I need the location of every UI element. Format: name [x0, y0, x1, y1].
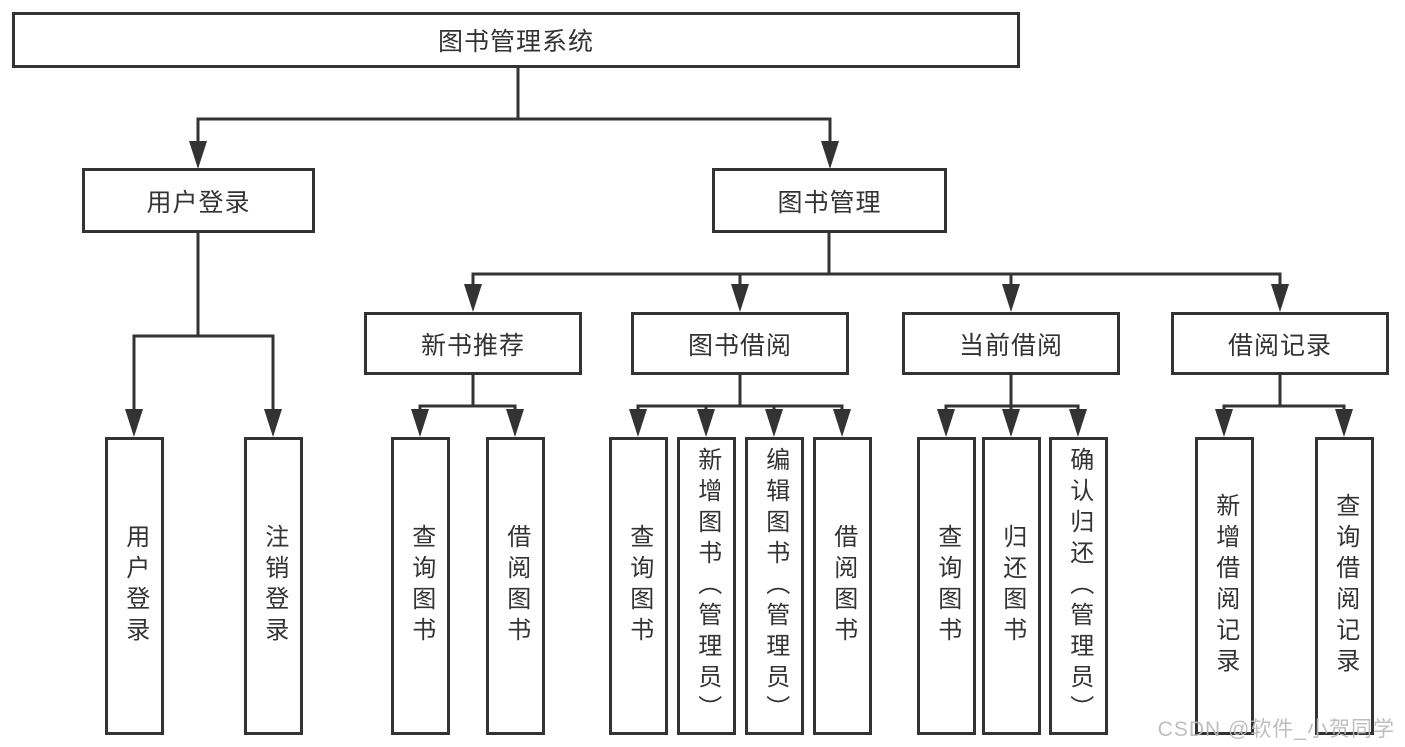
- leaf-user-login-label: 用户登录: [121, 524, 149, 648]
- node-current-borrow-label: 当前借阅: [958, 331, 1063, 360]
- leaf-borrow-book-recommend: 借阅图书: [486, 437, 545, 735]
- leaf-edit-book-admin: 编辑图书（管理员）: [745, 437, 804, 735]
- node-current-borrow: 当前借阅: [902, 312, 1120, 375]
- leaf-confirm-return-admin-label: 确认归还（管理员）: [1065, 446, 1093, 726]
- leaf-confirm-return-admin: 确认归还（管理员）: [1049, 437, 1108, 735]
- connector-newbook-to-leaves: [411, 375, 524, 437]
- leaf-query-book-recommend: 查询图书: [391, 437, 450, 735]
- leaf-user-login: 用户登录: [105, 437, 164, 735]
- node-book-management: 图书管理: [712, 168, 947, 233]
- node-borrow-record-label: 借阅记录: [1227, 331, 1332, 360]
- leaf-query-book-borrow-label: 查询图书: [625, 524, 653, 648]
- node-book-borrow: 图书借阅: [631, 312, 849, 375]
- connector-root-to-level2: [189, 66, 839, 169]
- connector-userlogin-to-leaves: [125, 233, 282, 437]
- leaf-borrow-book: 借阅图书: [813, 437, 872, 735]
- leaf-logout-label: 注销登录: [260, 524, 288, 648]
- leaf-add-book-admin: 新增图书（管理员）: [677, 437, 736, 735]
- leaf-query-book-borrow: 查询图书: [609, 437, 668, 735]
- leaf-borrow-book-recommend-label: 借阅图书: [502, 524, 530, 648]
- leaf-add-borrow-record-label: 新增借阅记录: [1211, 493, 1239, 679]
- leaf-return-book-label: 归还图书: [998, 524, 1026, 648]
- csdn-watermark: CSDN @软件_小贺同学: [1157, 718, 1395, 741]
- node-book-management-label: 图书管理: [777, 188, 882, 217]
- leaf-query-borrow-record: 查询借阅记录: [1315, 437, 1374, 735]
- leaf-logout: 注销登录: [244, 437, 303, 735]
- node-book-borrow-label: 图书借阅: [687, 331, 792, 360]
- leaf-query-borrow-record-label: 查询借阅记录: [1331, 493, 1359, 679]
- leaf-query-book-recommend-label: 查询图书: [407, 524, 435, 648]
- node-borrow-record: 借阅记录: [1171, 312, 1389, 375]
- connector-bookborrow-to-leaves: [629, 375, 851, 437]
- leaf-add-book-admin-label: 新增图书（管理员）: [693, 446, 721, 726]
- leaf-edit-book-admin-label: 编辑图书（管理员）: [761, 446, 789, 726]
- leaf-query-book-current: 查询图书: [917, 437, 976, 735]
- leaf-return-book: 归还图书: [982, 437, 1041, 735]
- node-book-system: 图书管理系统: [12, 12, 1020, 68]
- leaf-borrow-book-label: 借阅图书: [829, 524, 857, 648]
- connector-bookmgmt-to-level3: [464, 233, 1289, 312]
- node-new-book-recommend: 新书推荐: [364, 312, 582, 375]
- node-book-system-label: 图书管理系统: [437, 28, 594, 56]
- node-user-login: 用户登录: [82, 168, 315, 233]
- connector-borrowrecord-to-leaves: [1215, 375, 1353, 437]
- leaf-query-book-current-label: 查询图书: [933, 524, 961, 648]
- node-user-login-label: 用户登录: [146, 188, 251, 217]
- node-new-book-recommend-label: 新书推荐: [420, 331, 525, 360]
- connector-currentborrow-to-leaves: [937, 375, 1087, 437]
- leaf-add-borrow-record: 新增借阅记录: [1195, 437, 1254, 735]
